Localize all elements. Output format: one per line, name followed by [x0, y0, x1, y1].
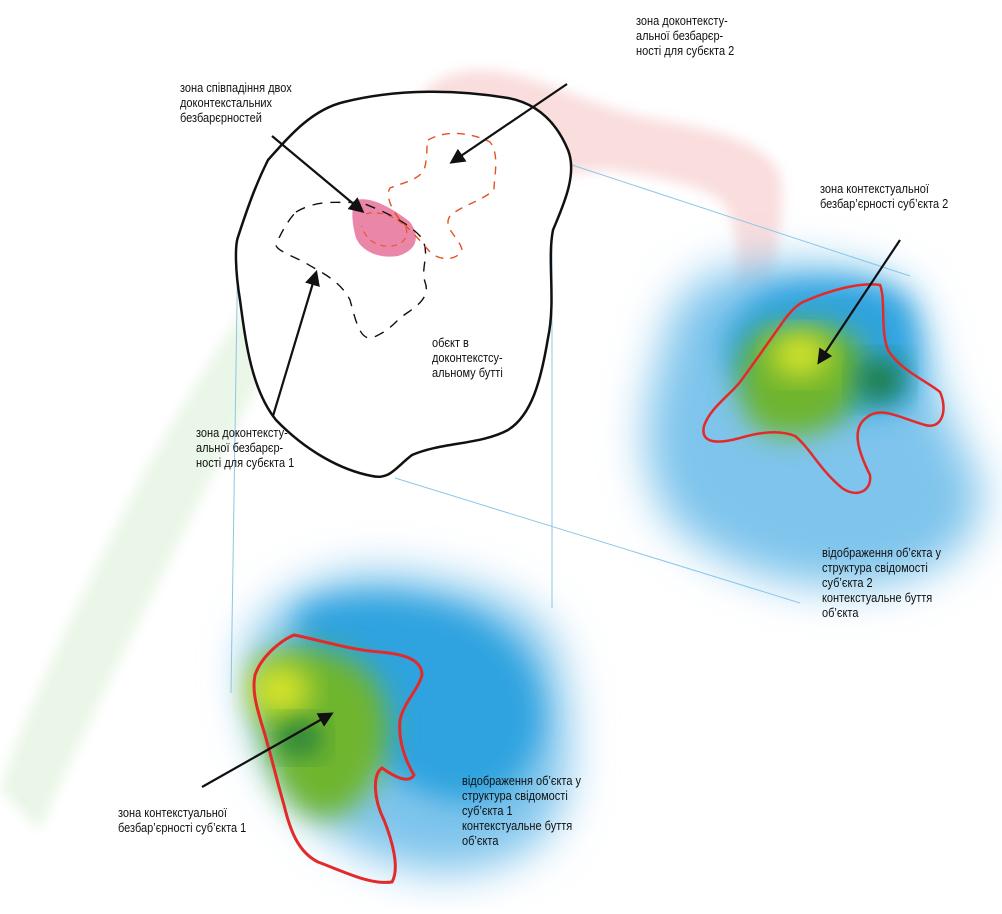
- label-line: структура свідомості: [462, 789, 581, 804]
- label-line: безбарєрностей: [180, 111, 292, 126]
- label-line: доконтекстальних: [180, 96, 292, 111]
- label-line: обєкт в: [432, 336, 503, 351]
- label-line: альному бутті: [432, 366, 503, 381]
- label-line: суб’єкта 2: [822, 576, 941, 591]
- label-line: контекстуальне буття: [462, 819, 581, 834]
- label-line: доконтекстсу-: [432, 351, 503, 366]
- label-line: структура свідомості: [822, 561, 941, 576]
- label-line: відображення об’єкта у: [822, 546, 941, 561]
- label-line: контекстуальне буття: [822, 591, 941, 606]
- label-line: зона доконтексту-: [636, 14, 734, 29]
- label-line: альної безбарєр-: [636, 29, 734, 44]
- label-line: зона контекстуальної: [118, 806, 246, 821]
- label-line: зона співпадіння двох: [180, 81, 292, 96]
- label-line: зона доконтексту-: [196, 426, 294, 441]
- label-precontext-zone-subject1: зона доконтексту-альної безбарєр-ності д…: [196, 426, 294, 471]
- label-precontext-zone-subject2: зона доконтексту-альної безбарєр-ності д…: [636, 14, 734, 59]
- label-line: зона контекстуальної: [820, 182, 948, 197]
- label-line: альної безбарєр-: [196, 441, 294, 456]
- label-line: ності для субєкта 2: [636, 44, 734, 59]
- label-line: об’єкта: [822, 606, 941, 621]
- label-line: відображення об’єкта у: [462, 774, 581, 789]
- label-line: об’єкта: [462, 834, 581, 849]
- reflection-subject2: [646, 264, 980, 587]
- label-line: ності для субєкта 1: [196, 456, 294, 471]
- label-line: безбар’єрності суб’єкта 1: [118, 821, 246, 836]
- label-line: суб’єкта 1: [462, 804, 581, 819]
- label-line: безбар’єрності суб’єкта 2: [820, 197, 948, 212]
- object-outline: [236, 92, 571, 477]
